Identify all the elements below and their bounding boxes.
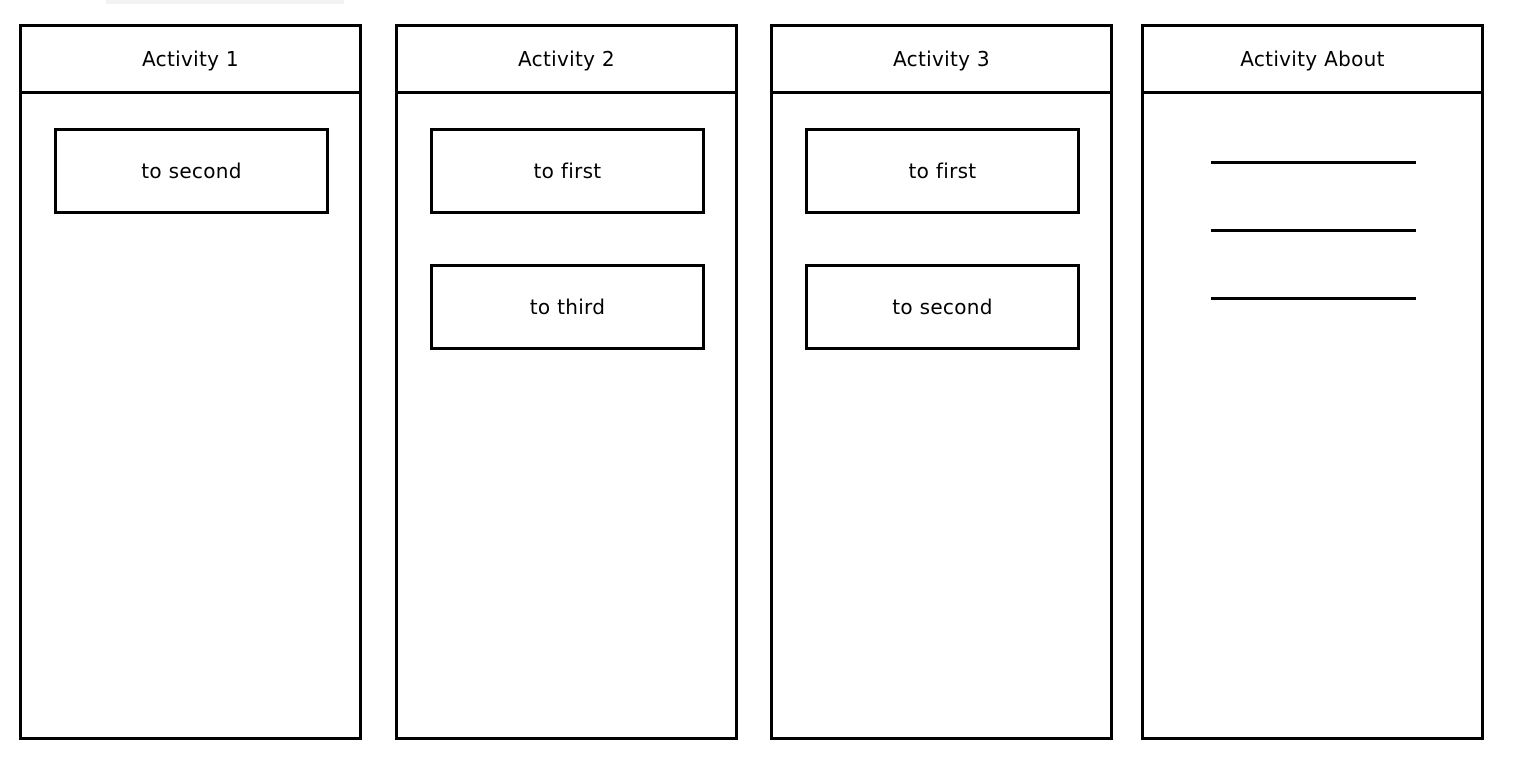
about-content-line xyxy=(1211,297,1416,300)
activity-about-screen: Activity About xyxy=(1141,24,1484,740)
about-content-line xyxy=(1211,161,1416,164)
activity-3-title: Activity 3 xyxy=(773,27,1110,94)
activity-3-screen: Activity 3 to first to second xyxy=(770,24,1113,740)
activity-1-title: Activity 1 xyxy=(22,27,359,94)
top-edge-strip xyxy=(106,0,344,4)
activity-1-screen: Activity 1 to second xyxy=(19,24,362,740)
activity-about-title: Activity About xyxy=(1144,27,1481,94)
to-second-button[interactable]: to second xyxy=(54,128,329,214)
activity-2-title: Activity 2 xyxy=(398,27,735,94)
about-content-line xyxy=(1211,229,1416,232)
to-first-button[interactable]: to first xyxy=(805,128,1080,214)
to-first-button[interactable]: to first xyxy=(430,128,705,214)
to-second-button[interactable]: to second xyxy=(805,264,1080,350)
to-third-button[interactable]: to third xyxy=(430,264,705,350)
activity-2-screen: Activity 2 to first to third xyxy=(395,24,738,740)
